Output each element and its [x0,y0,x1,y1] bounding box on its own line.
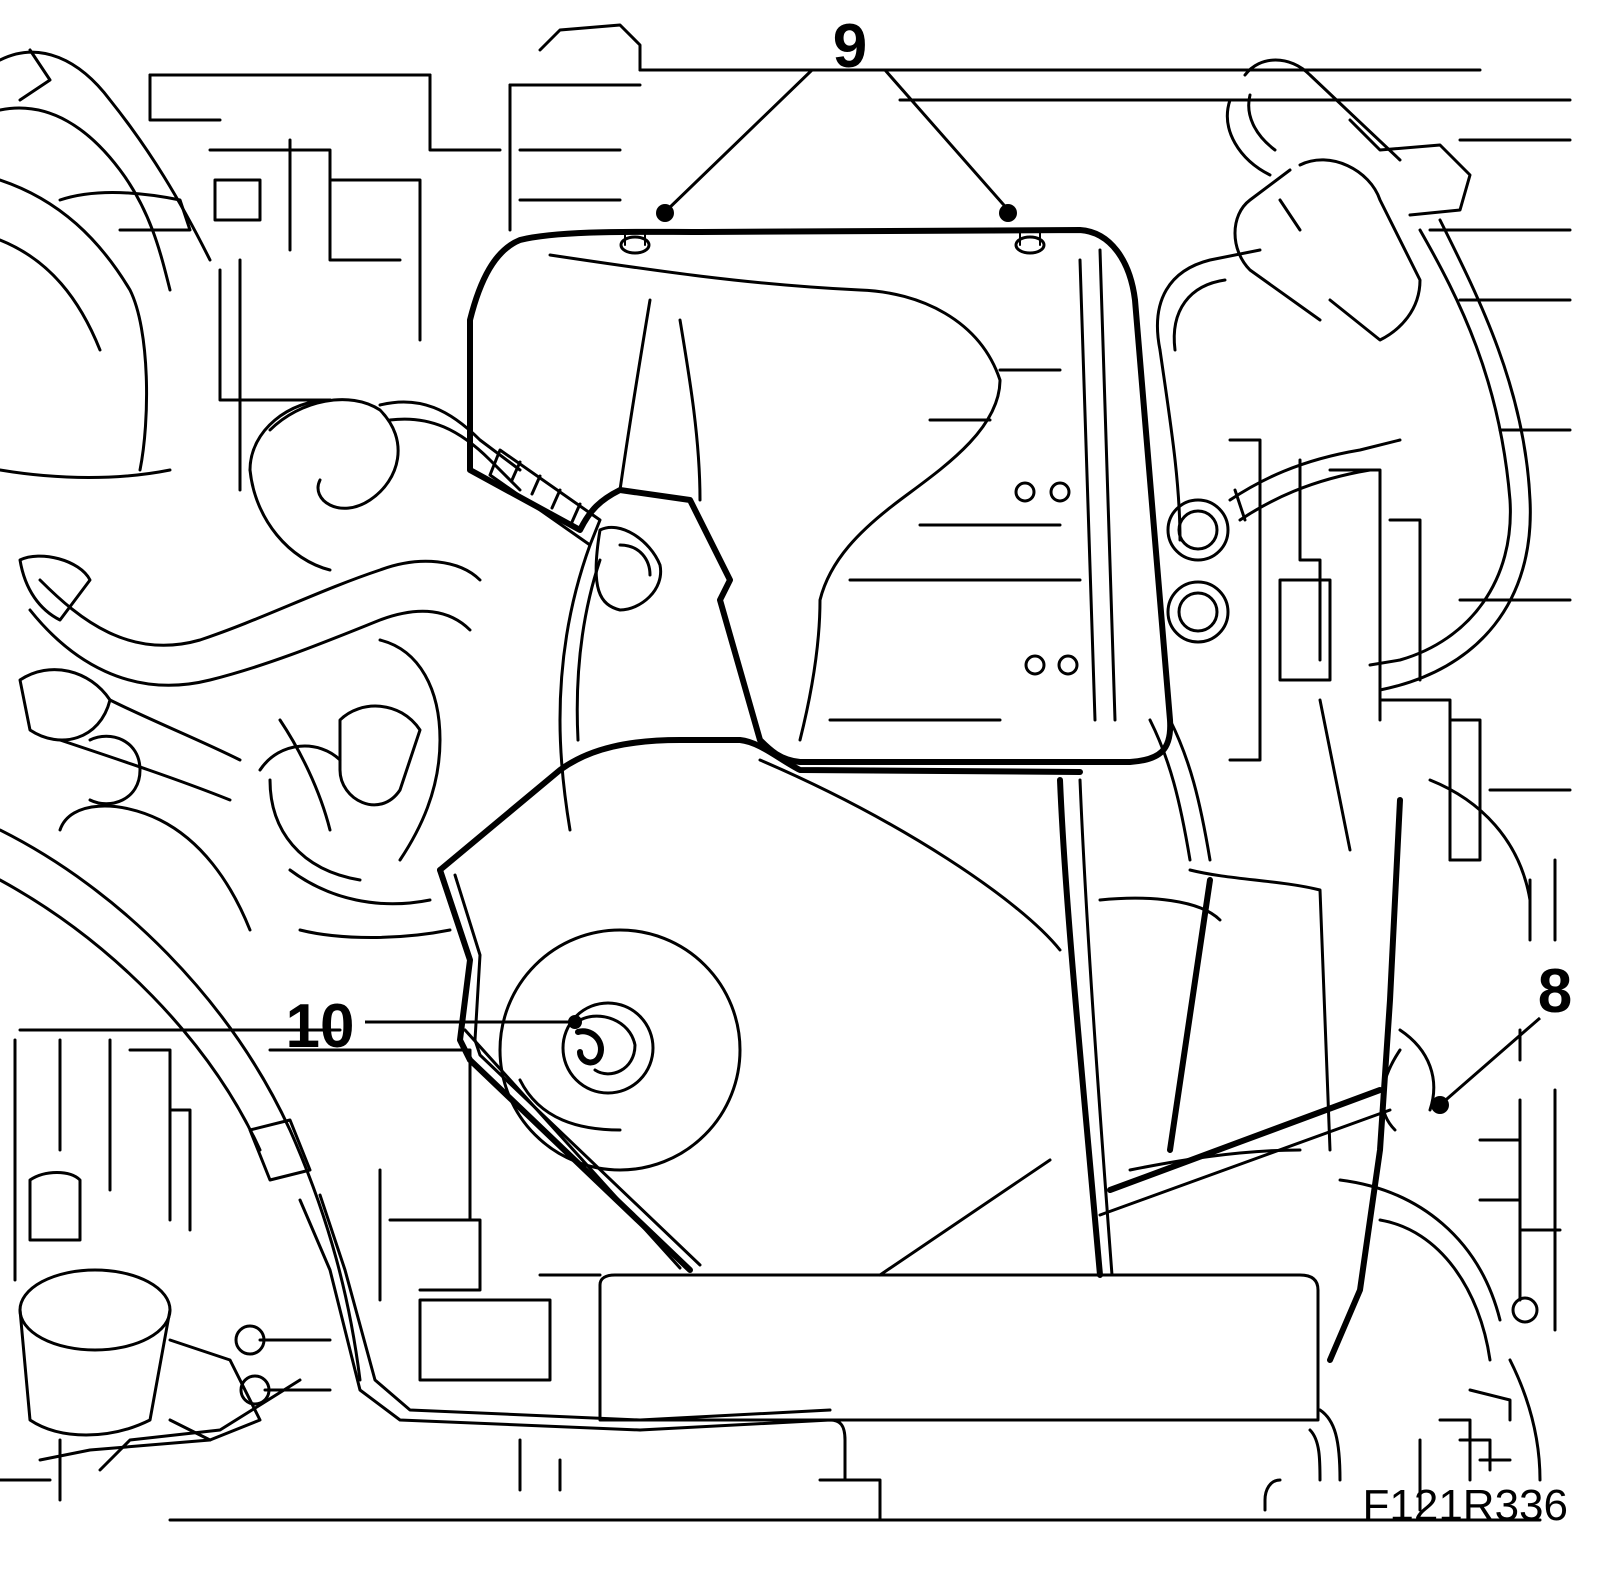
background-structure [13,23,1572,1522]
callout-8: 8 [1431,957,1572,1114]
sensor-cable [378,400,663,832]
callout-9: 9 [656,12,1017,222]
callout-9-dot-left [656,204,674,222]
callout-8-dot [1431,1096,1449,1114]
lower-timing-cover [437,737,1114,1278]
callout-label-9: 9 [833,12,867,81]
right-components [1098,58,1562,1482]
callout-9-leader-left [663,68,814,214]
callout-9-dot-right [999,204,1017,222]
callout-10: 10 [286,992,570,1061]
upper-timing-cover [467,227,1174,765]
callout-9-leader-right [883,69,1012,213]
lower-components [0,1048,1472,1522]
fan-arc [0,804,362,1382]
callout-8-leader [1439,1016,1541,1107]
left-hoses [0,48,482,939]
callout-label-8: 8 [1538,957,1572,1026]
figure-reference-code: F121R336 [1363,1481,1568,1530]
callout-label-10: 10 [286,992,355,1061]
